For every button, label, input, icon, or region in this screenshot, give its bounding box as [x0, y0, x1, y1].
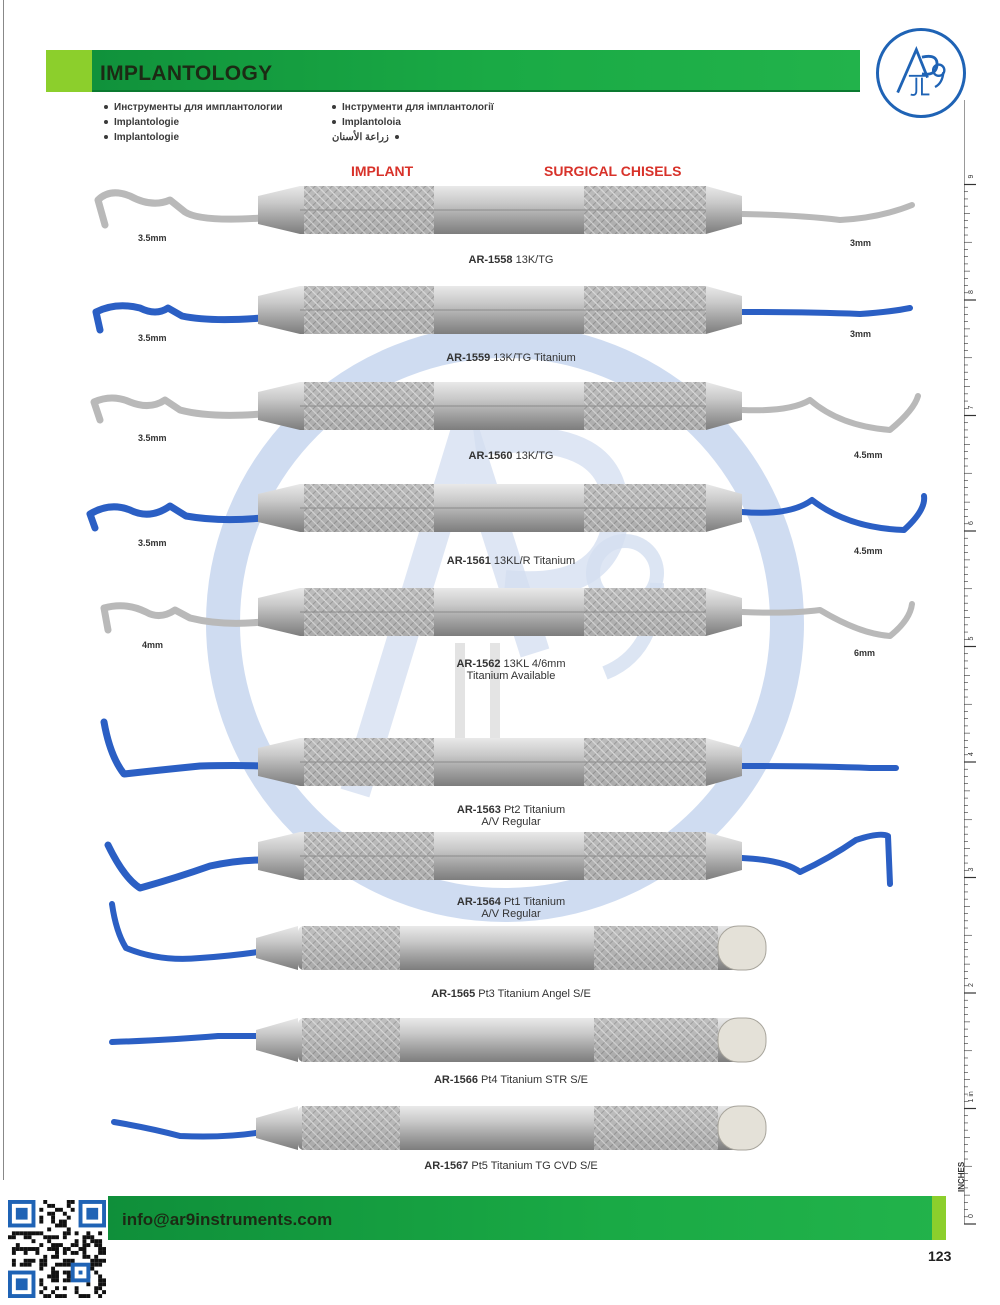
subtitle-ukrainian: Інструменти для імплантології [332, 100, 494, 115]
ruler-number: 5 [968, 637, 975, 641]
tip-size-left: 4mm [142, 640, 164, 650]
instrument-ar-1565 [109, 901, 767, 971]
contact-email-link[interactable]: info@ar9instruments.com [122, 1210, 333, 1229]
catalog-number: AR-1561 [446, 555, 491, 567]
ruler-number: 3 [968, 868, 975, 872]
instrument-note: A/V Regular [481, 816, 541, 828]
tip-size-right: 4.5mm [854, 450, 883, 460]
ruler-number: 8 [968, 290, 975, 294]
ruler-number: 1 in [968, 1091, 975, 1102]
tip-size-left: 3.5mm [138, 333, 167, 343]
instrument-code-1560: AR-1560 13K/TG [386, 450, 636, 462]
instrument-ar-1566 [109, 1017, 767, 1063]
page-title: IMPLANTOLOGY [100, 62, 273, 85]
inch-ruler: 0 1 in 2 3 4 5 6 7 8 9 [964, 100, 976, 1225]
subtitle-arabic: زراعة الأسنان [332, 130, 494, 145]
footer-bar [108, 1196, 946, 1240]
instrument-code-1561: AR-1561 13KL/R Titanium [386, 555, 636, 567]
instrument-code-1559: AR-1559 13K/TG Titanium [386, 352, 636, 364]
instrument-code-1565: AR-1565 Pt3 Titanium Angel S/E [386, 988, 636, 1000]
tip-size-right: 6mm [854, 648, 876, 658]
instrument-ar-1563 [100, 718, 899, 786]
instrument-description: 13K/TG Titanium [490, 352, 576, 364]
instrument-description: 13K/TG [512, 254, 554, 266]
subtitles-left: Инструменты для имплантологии Implantolo… [104, 100, 283, 145]
subtitles-right: Інструменти для імплантології Implantolo… [332, 100, 494, 145]
tip-size-right: 3mm [850, 238, 872, 248]
instrument-ar-1560 [90, 382, 921, 433]
catalog-number: AR-1566 [433, 1074, 478, 1086]
catalog-number: AR-1563 [456, 804, 501, 816]
subtitle-romanian: Implantoloia [332, 115, 494, 130]
catalog-number: AR-1567 [424, 1160, 469, 1172]
section-label-implant: IMPLANT [351, 163, 414, 179]
tip-size-left: 3.5mm [138, 433, 167, 443]
catalog-number: AR-1565 [431, 988, 476, 1000]
header-accent [46, 50, 92, 92]
ruler-unit-label: INCHES [957, 1161, 966, 1192]
instrument-ar-1562 [100, 588, 915, 639]
subtitle-french: Implantologie [104, 130, 283, 145]
ruler-number: 2 [968, 983, 975, 987]
catalog-number: AR-1559 [446, 352, 491, 364]
tip-size-left: 3.5mm [138, 538, 167, 548]
ruler-number: 7 [968, 406, 975, 410]
ruler-number: 4 [968, 752, 975, 756]
ruler-number: 0 [968, 1214, 975, 1218]
instrument-note: A/V Regular [481, 908, 541, 920]
footer-accent [932, 1196, 946, 1240]
instrument-code-1558: AR-1558 13K/TG [386, 254, 636, 266]
instrument-code-1567: AR-1567 Pt5 Titanium TG CVD S/E [386, 1160, 636, 1172]
ruler-number: 6 [968, 521, 975, 525]
subtitle-german: Implantologie [104, 115, 283, 130]
instrument-description: Pt5 Titanium TG CVD S/E [468, 1160, 598, 1172]
instrument-description: 13KL/R Titanium [490, 555, 576, 567]
instrument-description: Pt3 Titanium Angel S/E [475, 988, 591, 1000]
instrument-description: Pt4 Titanium STR S/E [477, 1074, 589, 1086]
catalog-number: AR-1564 [456, 896, 501, 908]
instrument-description: 13K/TG [512, 450, 554, 462]
tip-size-left: 3.5mm [138, 233, 167, 243]
subtitle-russian: Инструменты для имплантологии [104, 100, 283, 115]
instrument-ar-1559 [92, 286, 913, 334]
instrument-ar-1567 [111, 1105, 767, 1151]
qr-code [8, 1200, 106, 1298]
catalog-number: AR-1558 [468, 254, 513, 266]
catalog-number: AR-1560 [468, 450, 513, 462]
section-label-surgical-chisels: SURGICAL CHISELS [544, 163, 682, 179]
instrument-ar-1561 [86, 484, 928, 533]
page-left-rule [3, 0, 4, 1180]
ruler-number: 9 [968, 175, 975, 179]
instrument-code-1566: AR-1566 Pt4 Titanium STR S/E [386, 1074, 636, 1086]
tip-size-right: 4.5mm [854, 546, 883, 556]
instrument-ar-1558 [94, 186, 915, 234]
header-bar [46, 50, 860, 92]
instrument-description: 13KL 4/6mm [500, 658, 566, 670]
tip-size-right: 3mm [850, 329, 872, 339]
instrument-description: Pt2 Titanium [500, 804, 566, 816]
instrument-description: Pt1 Titanium [500, 896, 566, 908]
page-number: 123 [928, 1248, 952, 1264]
instrument-note: Titanium Available [466, 670, 556, 682]
catalog-number: AR-1562 [456, 658, 501, 670]
ar9-logo [876, 28, 966, 118]
instrument-ar-1564 [104, 831, 893, 892]
